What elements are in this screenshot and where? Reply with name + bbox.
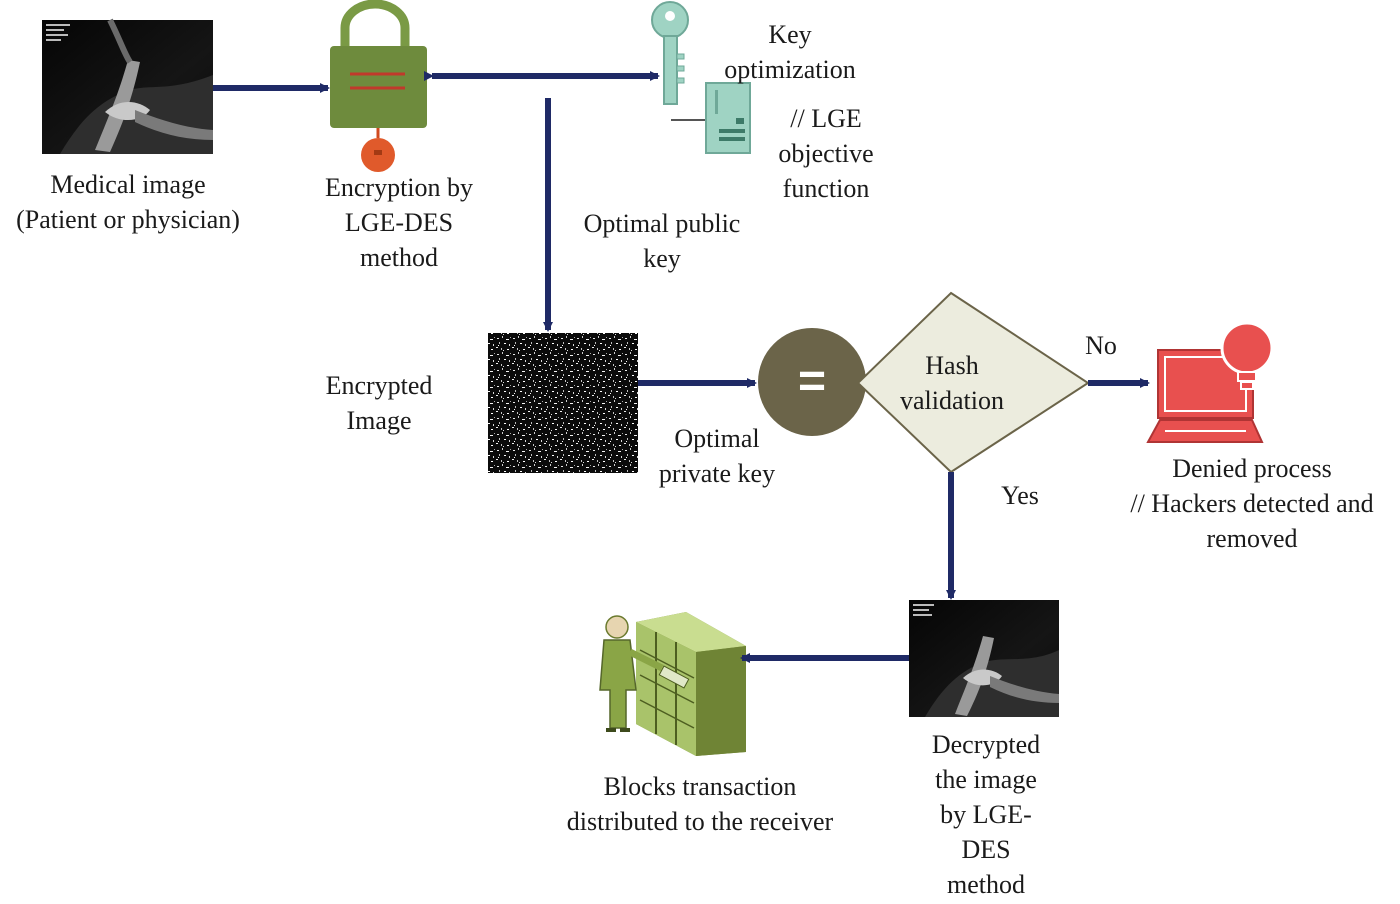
lge-objective-line-3: function bbox=[782, 174, 870, 203]
hash-validation-label: Hash validation bbox=[880, 348, 1024, 418]
yes-branch-label: Yes bbox=[1001, 481, 1039, 510]
private-key-line-2: private key bbox=[658, 459, 776, 488]
blocks-transaction-line-2: distributed to the receiver bbox=[566, 807, 834, 836]
encryption-label: Encryption by LGE-DES method bbox=[300, 170, 498, 275]
decrypted-label: Decrypted the image by LGE- DES method bbox=[906, 727, 1066, 902]
public-key-line-1: Optimal public bbox=[583, 209, 741, 238]
encryption-line-2: LGE-DES bbox=[344, 208, 454, 237]
hash-validation-line-2: validation bbox=[900, 386, 1004, 415]
decrypted-line-2: the image bbox=[935, 765, 1037, 794]
optimal-public-key-label: Optimal public key bbox=[566, 206, 758, 276]
hash-validation-line-1: Hash bbox=[925, 351, 979, 380]
decrypted-xray-image bbox=[909, 600, 1059, 717]
key-optimization-line-1: Key bbox=[768, 20, 812, 49]
laptop-alert-icon bbox=[1146, 321, 1274, 443]
encryption-line-1: Encryption by bbox=[324, 173, 474, 202]
decrypted-line-4: DES bbox=[961, 835, 1011, 864]
person-icon bbox=[599, 615, 664, 732]
private-key-line-1: Optimal bbox=[674, 424, 760, 453]
lge-objective-line-2: objective bbox=[778, 139, 874, 168]
medical-xray-image bbox=[42, 18, 213, 154]
denied-process-line-2: // Hackers detected and bbox=[1130, 489, 1374, 518]
key-icon bbox=[651, 1, 689, 105]
public-key-line-2: key bbox=[643, 244, 681, 273]
lge-objective-line-1: // LGE bbox=[790, 104, 862, 133]
no-branch-label: No bbox=[1085, 331, 1117, 360]
encrypted-image-line-1: Encrypted bbox=[325, 371, 433, 400]
medical-image-line-2: (Patient or physician) bbox=[16, 205, 240, 234]
medical-image-line-1: Medical image bbox=[50, 170, 206, 199]
decrypted-line-5: method bbox=[947, 870, 1025, 899]
denied-process-label: Denied process // Hackers detected and r… bbox=[1108, 451, 1396, 556]
blocks-transaction-line-1: Blocks transaction bbox=[603, 772, 797, 801]
equals-symbol: = bbox=[797, 355, 827, 408]
decrypted-line-3: by LGE- bbox=[940, 800, 1032, 829]
denied-process-line-3: removed bbox=[1206, 524, 1298, 553]
blocks-transaction-label: Blocks transaction distributed to the re… bbox=[538, 769, 862, 839]
arrows bbox=[213, 71, 1150, 663]
decrypted-line-1: Decrypted bbox=[931, 730, 1041, 759]
encrypted-image-line-2: Image bbox=[346, 406, 412, 435]
server-rack-icon bbox=[636, 612, 746, 756]
encrypted-image-label: Encrypted Image bbox=[305, 368, 453, 438]
encryption-line-3: method bbox=[360, 243, 438, 272]
padlock-icon bbox=[330, 0, 427, 172]
lge-objective-label: // LGE objective function bbox=[760, 101, 892, 206]
encrypted-noise-image bbox=[488, 333, 638, 473]
medical-image-label: Medical image (Patient or physician) bbox=[0, 167, 256, 237]
equals-circle bbox=[758, 328, 866, 436]
key-optimization-label: Key optimization bbox=[700, 17, 880, 87]
optimizer-box-icon bbox=[671, 82, 751, 154]
optimal-private-key-label: Optimal private key bbox=[642, 421, 792, 491]
key-optimization-line-2: optimization bbox=[724, 55, 856, 84]
denied-process-line-1: Denied process bbox=[1172, 454, 1332, 483]
